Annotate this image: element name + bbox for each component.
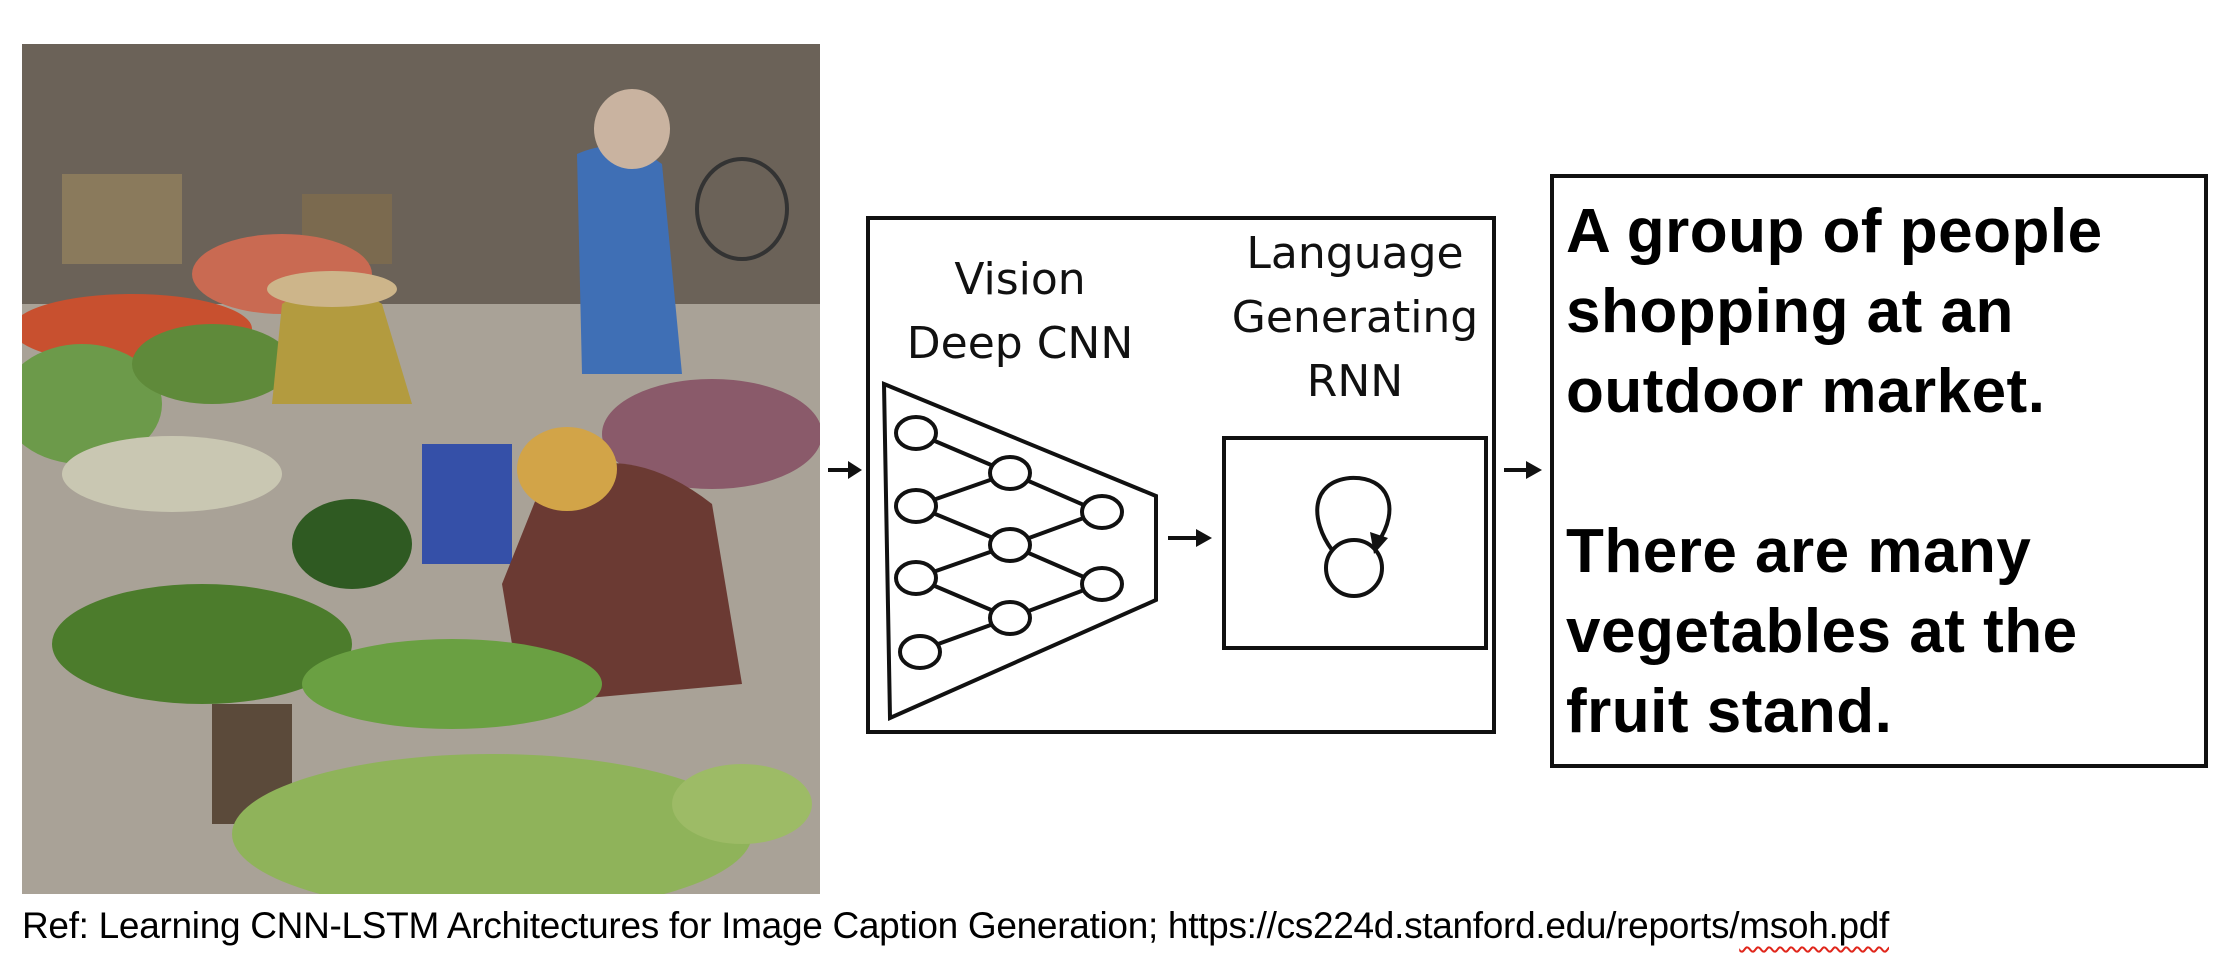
cnn-node <box>894 560 938 596</box>
herb-bunch <box>292 499 412 589</box>
caption-line: A group of people <box>1566 197 2103 266</box>
beanie <box>594 89 670 169</box>
straw-hat <box>267 271 397 307</box>
language-label-line3: RNN <box>1306 356 1404 407</box>
blue-jacket-person <box>577 146 682 374</box>
cnn-node <box>1080 494 1124 530</box>
cabbages <box>22 344 162 464</box>
arrow-photo-to-model <box>828 458 864 482</box>
vision-label-line2: Deep CNN <box>906 318 1134 369</box>
caption-spacer <box>1566 432 2194 512</box>
blue-basket <box>422 444 512 564</box>
rnn-node <box>1324 538 1384 598</box>
generated-caption-box: A group of people shopping at an outdoor… <box>1550 174 2208 768</box>
reference-citation: Ref: Learning CNN-LSTM Architectures for… <box>22 898 1889 954</box>
language-rnn-label: Language Generating RNN <box>1210 222 1500 414</box>
cnn-node <box>894 415 938 451</box>
reference-text: Ref: Learning CNN-LSTM Architectures for… <box>22 905 1740 946</box>
cnn-node <box>898 634 942 670</box>
rnn-box <box>1222 436 1488 650</box>
recurrent-loop <box>1315 475 1392 552</box>
seated-woman <box>272 286 412 404</box>
market-photo-illustration <box>22 44 820 894</box>
bananas-right <box>672 764 812 844</box>
cnn-trapezoid <box>881 380 1158 722</box>
caption-line: fruit stand. <box>1566 677 1893 746</box>
caption-line: outdoor market. <box>1566 357 2046 426</box>
cnn-node <box>894 488 938 524</box>
shallots <box>602 379 820 489</box>
crouching-woman <box>502 463 742 704</box>
vision-cnn-label: Vision Deep CNN <box>870 248 1170 376</box>
green-beans <box>302 639 602 729</box>
basket-greens <box>132 324 292 404</box>
reference-link-filename[interactable]: msoh.pdf <box>1739 905 1889 946</box>
diagram-graphics <box>881 380 1488 722</box>
caption-line: vegetables at the <box>1566 597 2078 666</box>
market-photo <box>22 44 820 894</box>
model-diagram-box: Vision Deep CNN Language Generating RNN <box>866 216 1496 734</box>
caption-line: There are many <box>1566 517 2032 586</box>
bicycle-wheel <box>695 157 789 261</box>
vision-label-line1: Vision <box>954 254 1086 305</box>
neural-network-icon <box>881 380 1158 722</box>
caption-paragraph-1: A group of people shopping at an outdoor… <box>1566 192 2194 432</box>
cnn-node <box>988 600 1032 636</box>
basket <box>62 174 182 264</box>
caption-paragraph-2: There are many vegetables at the fruit s… <box>1566 512 2194 752</box>
headwrap <box>517 427 617 511</box>
arrow-cnn-to-rnn <box>1168 529 1212 547</box>
recurrent-loop-icon <box>1315 475 1392 598</box>
bananas <box>232 754 752 894</box>
arrow-model-to-caption <box>1504 458 1544 482</box>
language-label-line2: Generating <box>1231 292 1479 343</box>
caption-line: shopping at an <box>1566 277 2014 346</box>
cnn-node <box>1080 566 1124 602</box>
cnn-node <box>988 527 1032 563</box>
language-label-line1: Language <box>1246 228 1464 279</box>
loop-arrowhead <box>1370 532 1388 554</box>
beans-pile <box>62 436 282 512</box>
leafy-greens <box>52 584 352 704</box>
cnn-node <box>988 455 1032 491</box>
